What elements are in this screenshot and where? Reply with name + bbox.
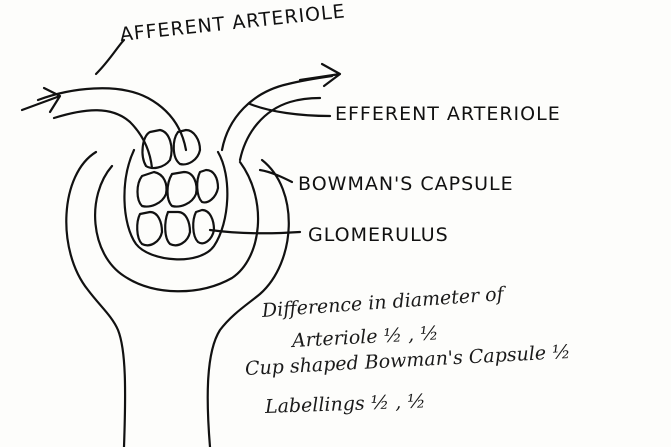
capillary-loop — [168, 172, 197, 207]
capillary-loop — [197, 170, 218, 202]
label-glomerulus: GLOMERULUS — [308, 224, 449, 246]
capillary-loop — [193, 210, 214, 243]
afferent-arteriole-lower-wall — [54, 110, 152, 168]
label-efferent-arteriole: EFFERENT ARTERIOLE — [335, 103, 561, 125]
efferent-arteriole-upper-wall — [222, 76, 332, 150]
label-bowmans-capsule: BOWMAN'S CAPSULE — [298, 173, 514, 195]
bowmans-capsule-inner — [95, 162, 258, 291]
leader-line-glomerulus — [210, 230, 300, 233]
capillary-loop — [137, 212, 162, 245]
efferent-arrow — [300, 64, 340, 86]
leader-line-efferent — [250, 104, 330, 116]
capillary-loop — [165, 212, 190, 245]
leader-line-afferent — [96, 40, 124, 74]
capillary-loop — [138, 172, 167, 207]
bowmans-capsule-outer — [66, 152, 125, 447]
efferent-arteriole-lower-wall — [240, 98, 320, 160]
capillary-loop — [174, 130, 200, 164]
